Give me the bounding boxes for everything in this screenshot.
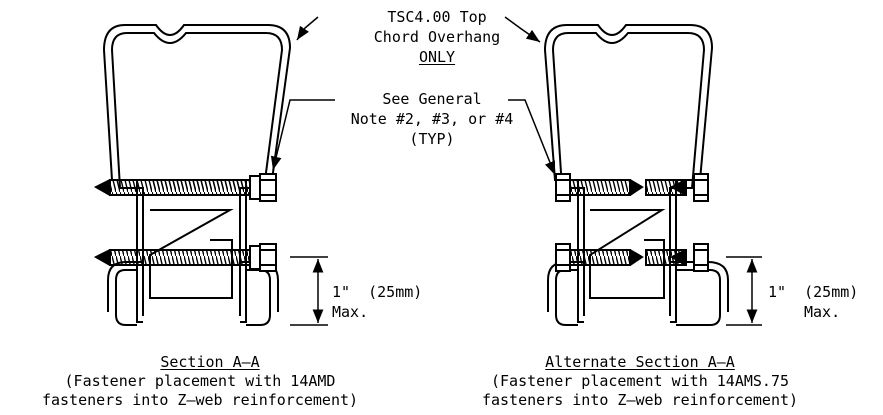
- left-nut-2: [259, 243, 277, 272]
- leader-top-left: [296, 16, 319, 41]
- right-section: [543, 24, 729, 326]
- dimensions: [290, 256, 762, 326]
- left-section-title: Section A—A: [160, 353, 260, 371]
- right-section-title: Alternate Section A—A: [545, 353, 735, 371]
- leader-top-right: [504, 16, 541, 43]
- leader-note-right: [508, 99, 556, 176]
- left-bottom-leg-r: [245, 269, 271, 326]
- right-nut-2: [693, 173, 709, 202]
- right-bottom-leg-l: [555, 269, 579, 326]
- note-callout-2: Note #2, #3, or #4: [350, 110, 514, 128]
- right-z-web: [589, 209, 666, 299]
- right-nut-1: [555, 173, 571, 202]
- left-section-caption-1: (Fastener placement with 14AMD: [64, 372, 336, 390]
- right-section-caption-2: fasteners into Z—web reinforcement): [481, 391, 799, 409]
- left-bottom-leg-l: [115, 269, 138, 326]
- left-top-chord: [102, 24, 292, 323]
- leaders: [270, 16, 556, 176]
- left-screw-2: [109, 249, 251, 266]
- left-section: [93, 24, 292, 326]
- leader-note-left: [270, 99, 335, 171]
- right-bottom-leg-r: [675, 269, 721, 326]
- left-section-caption-2: fasteners into Z—web reinforcement): [41, 391, 359, 409]
- dim-left-label-2: Max.: [332, 303, 369, 321]
- top-chord-callout-3: ONLY: [418, 48, 456, 66]
- right-section-caption-1: (Fastener placement with 14AMS.75: [490, 372, 789, 390]
- top-chord-callout-1: TSC4.00 Top: [387, 8, 487, 26]
- right-nut-4: [693, 243, 709, 272]
- right-nut-3: [555, 243, 571, 272]
- dim-left-label-1: 1" (25mm): [332, 283, 423, 301]
- note-callout-3: (TYP): [409, 130, 455, 148]
- left-nut-1: [259, 173, 277, 202]
- right-top-chord: [543, 24, 714, 323]
- left-z-web: [149, 209, 234, 299]
- dim-right-label-2: Max.: [804, 303, 841, 321]
- dim-right-label-1: 1" (25mm): [768, 283, 859, 301]
- note-callout-1: See General: [382, 90, 482, 108]
- top-chord-callout-2: Chord Overhang: [373, 28, 501, 46]
